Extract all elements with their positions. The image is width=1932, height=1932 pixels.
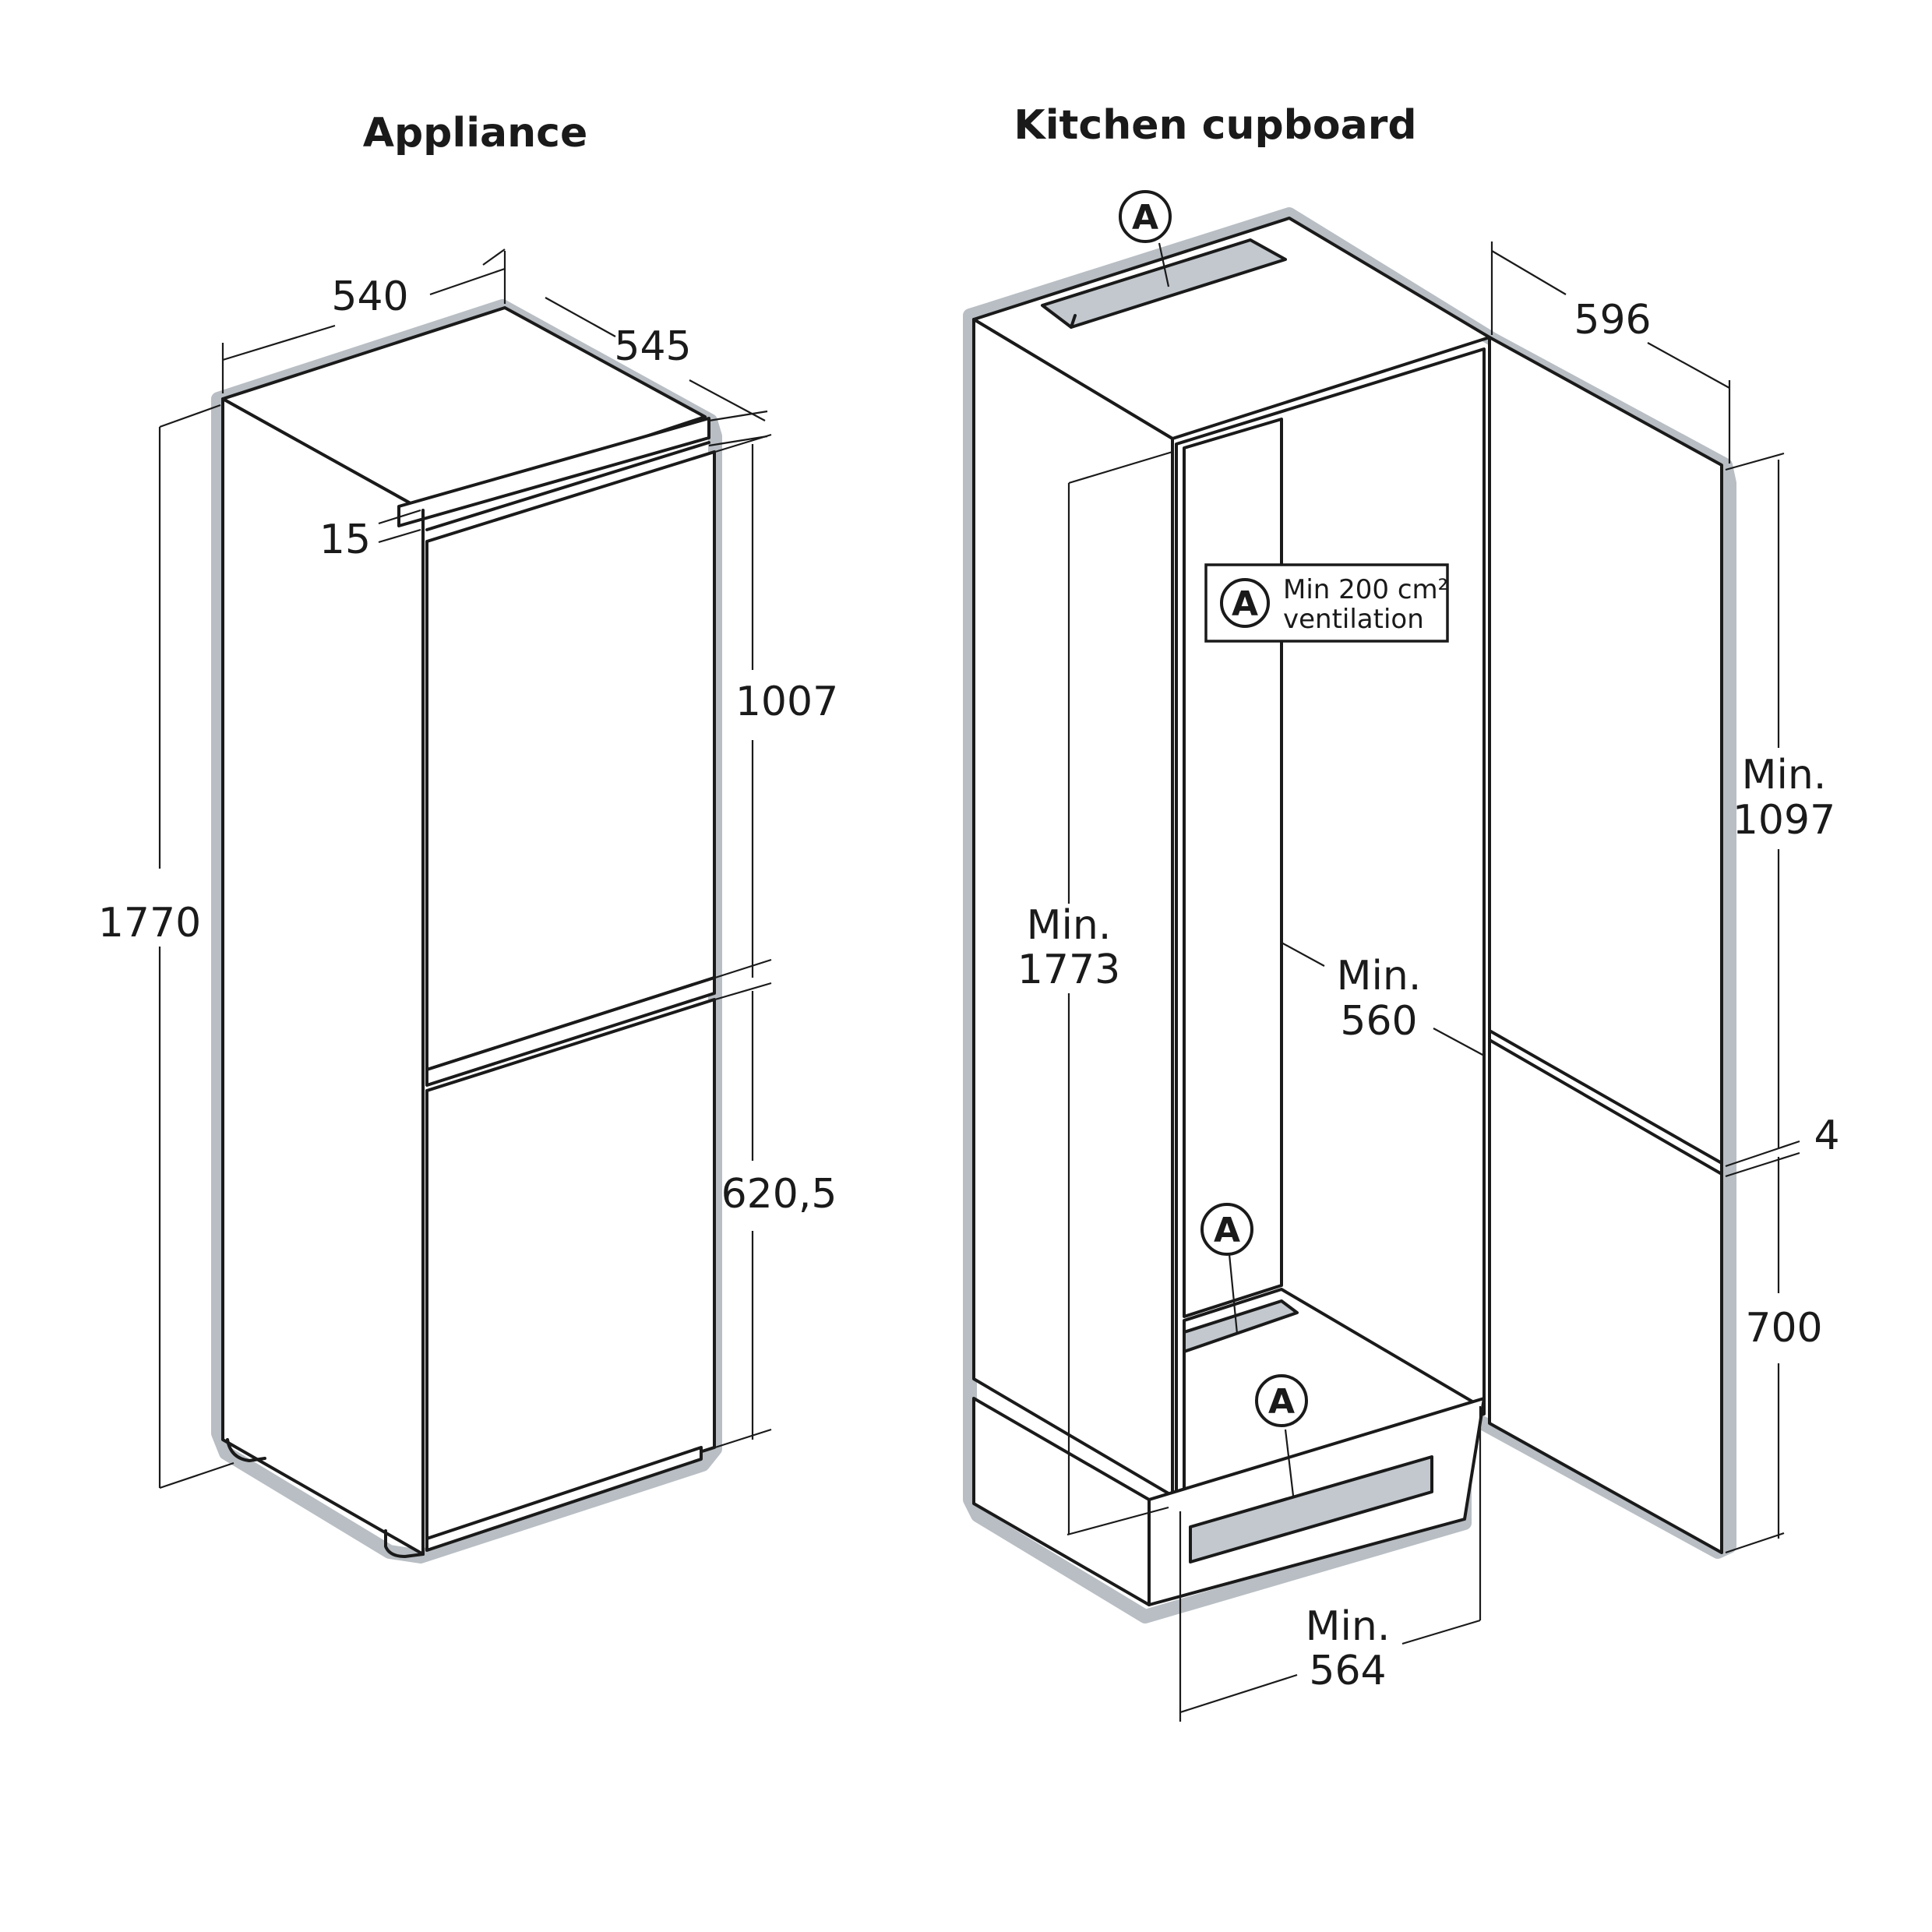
ventilation-note-line1: Min 200 cm² (1283, 574, 1448, 605)
dim-appliance-depth: 545 (614, 323, 691, 370)
appliance-upper-door (425, 450, 716, 1071)
dim-cupboard-width: 564 (1309, 1648, 1386, 1694)
dim-appliance-lower-door: 620,5 (721, 1171, 837, 1218)
appliance-foot-front (384, 1529, 425, 1558)
title-appliance: Appliance (363, 110, 588, 157)
ventilation-note: A Min 200 cm² ventilation (1204, 563, 1449, 643)
appliance-side (221, 397, 425, 1556)
appliance-upper-door-top (425, 441, 710, 531)
vent-marker-inner-label: A (1214, 1211, 1240, 1250)
appliance-foot-left (226, 1438, 266, 1462)
vent-marker-top: A (1119, 190, 1172, 287)
cupboard-drawing (963, 207, 1736, 1624)
dim-cupboard-gap: 4 (1814, 1112, 1839, 1159)
dim-cupboard-inner-width: 560 (1340, 998, 1417, 1045)
cupboard-inner-wall (1183, 418, 1283, 1318)
vent-marker-plinth-label: A (1268, 1382, 1295, 1422)
dim-cupboard-width-prefix: Min. (1306, 1603, 1391, 1650)
dim-cupboard-upper-door-prefix: Min. (1742, 752, 1827, 799)
cupboard-plinth-vent (1189, 1455, 1433, 1564)
appliance-plinth (425, 1446, 703, 1552)
title-kitchen-cupboard: Kitchen cupboard (1014, 102, 1416, 149)
cupboard-door-upper (1488, 336, 1723, 1165)
dim-cupboard-inner-width-prefix: Min. (1337, 953, 1422, 999)
cupboard-dimension-lines (1066, 242, 1800, 1722)
ventilation-note-marker: A (1232, 584, 1258, 624)
appliance-top-trim (397, 417, 710, 527)
vent-marker-plinth: A (1255, 1374, 1308, 1497)
ventilation-note-line2: ventilation (1283, 604, 1424, 635)
cupboard-top-vent (1041, 238, 1287, 329)
dim-cupboard-upper-door: 1097 (1733, 797, 1835, 844)
vent-marker-inner: A (1200, 1203, 1253, 1334)
appliance-drawing (211, 299, 722, 1564)
dim-cupboard-height: 1773 (1017, 947, 1120, 993)
dim-cupboard-lower-door: 700 (1745, 1305, 1822, 1352)
dim-appliance-top-gap: 15 (319, 516, 371, 563)
appliance-dimension-lines (158, 249, 772, 1490)
dim-appliance-upper-door: 1007 (735, 679, 838, 725)
dim-appliance-width: 540 (331, 273, 408, 320)
cupboard-door-lower (1488, 1038, 1723, 1554)
dim-appliance-height: 1770 (98, 900, 201, 947)
appliance-door-gap (425, 976, 716, 1087)
vent-marker-top-label: A (1132, 198, 1158, 238)
dim-cupboard-depth: 596 (1574, 297, 1651, 344)
cupboard-inner-vent (1183, 1299, 1299, 1353)
dim-cupboard-height-prefix: Min. (1027, 902, 1112, 949)
